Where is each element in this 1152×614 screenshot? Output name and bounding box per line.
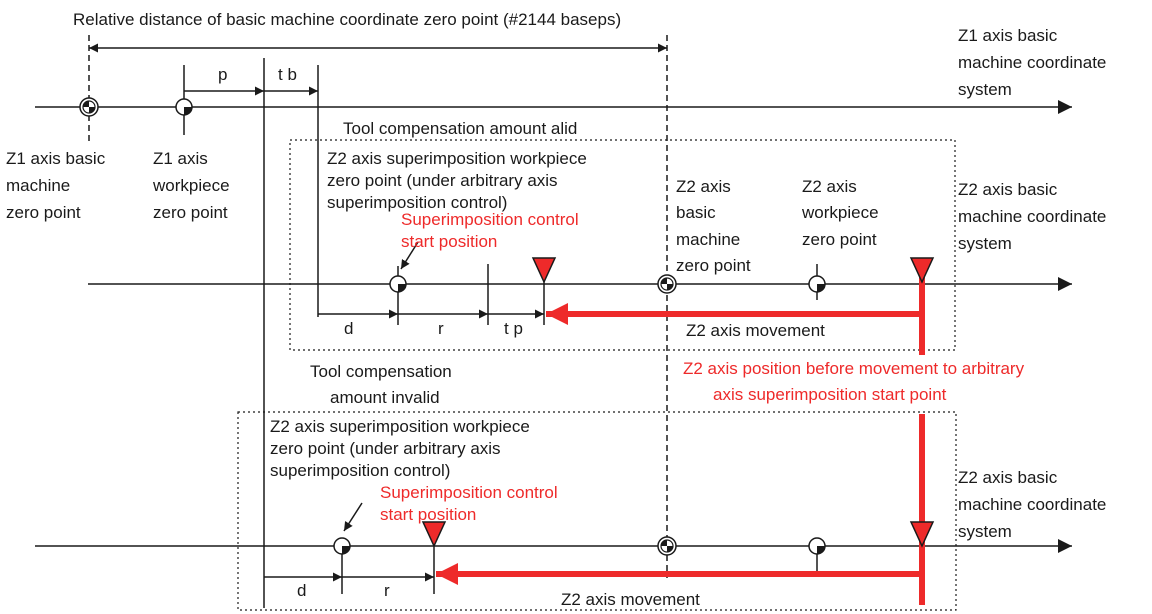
z2-system-2-label: Z2 axis basic machine coordinate system <box>958 468 1111 541</box>
superimposition-zero-2-symbol <box>333 537 351 555</box>
tool-valid-label: Tool compensation amount alid <box>343 119 577 138</box>
z2-workpiece-zero-symbol-upper <box>808 275 826 293</box>
z2-super-workpiece-2-label: Z2 axis superimposition workpiece zero p… <box>270 417 535 480</box>
z1-workpiece-zero-symbol <box>175 98 193 116</box>
superimposition-zero-1-symbol <box>389 275 407 293</box>
r2-label: r <box>384 581 390 600</box>
start-position-2-triangle <box>421 521 447 548</box>
start-position-1-triangle <box>531 257 557 284</box>
tb-label: t b <box>278 65 297 84</box>
z2-current-position-triangle-upper <box>909 257 935 284</box>
super-start-2-label: Superimposition control start position <box>380 483 562 524</box>
z2-movement-2-label: Z2 axis movement <box>561 590 700 609</box>
p-label: p <box>218 65 227 84</box>
r1-label: r <box>438 319 444 338</box>
z2-super-workpiece-1-label: Z2 axis superimposition workpiece zero p… <box>327 149 592 212</box>
tool-comp-valid-box <box>289 139 956 351</box>
z2-basic-zero-symbol-upper <box>657 274 677 294</box>
d1-label: d <box>344 319 353 338</box>
super-start-1-label: Superimposition control start position <box>401 210 583 251</box>
z2-current-position-triangle-lower <box>909 521 935 548</box>
tool-comp-invalid-box <box>237 411 957 611</box>
baseps-label: Relative distance of basic machine coord… <box>73 10 621 29</box>
super-zero-1-pointer <box>400 241 419 270</box>
d2-label: d <box>297 581 306 600</box>
z2-workpiece-zero-label: Z2 axis workpiece zero point <box>801 177 883 249</box>
z1-basic-zero-label: Z1 axis basic machine zero point <box>6 149 110 222</box>
tp-label: t p <box>504 319 523 338</box>
z2-basic-zero-symbol-lower <box>657 536 677 556</box>
z1-system-label: Z1 axis basic machine coordinate system <box>958 26 1111 99</box>
z2-movement-1-label: Z2 axis movement <box>686 321 825 340</box>
super-zero-2-pointer <box>343 502 363 532</box>
z2-workpiece-zero-symbol-lower <box>808 537 826 555</box>
z2-before-label: Z2 axis position before movement to arbi… <box>683 359 1029 404</box>
z1-workpiece-zero-label: Z1 axis workpiece zero point <box>152 149 234 222</box>
z2-system-1-label: Z2 axis basic machine coordinate system <box>958 180 1111 253</box>
z2-basic-zero-label: Z2 axis basic machine zero point <box>676 177 751 275</box>
tool-invalid-label: Tool compensation amount invalid <box>310 362 457 407</box>
z1-basic-zero-symbol <box>79 97 99 117</box>
